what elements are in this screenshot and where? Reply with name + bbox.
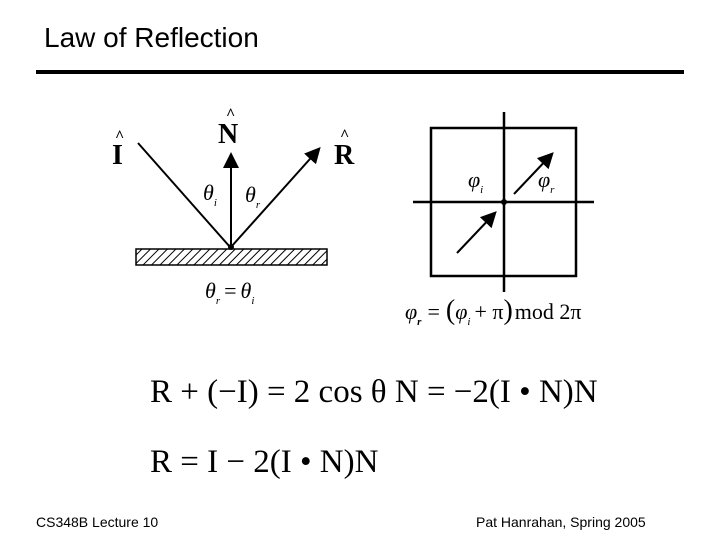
footer-course: CS348B Lecture 10 — [36, 514, 159, 530]
reflected-ray — [230, 147, 321, 248]
reflected-label: R — [334, 140, 355, 171]
reflected-hat: ^ — [340, 127, 349, 144]
phi-incident-arrow — [456, 211, 497, 254]
phi-i-label: φi — [468, 167, 483, 196]
reflection-equation-1: R + (−I) = 2 cos θ N = −2(I • N)N — [150, 374, 598, 410]
reflection-point — [228, 244, 234, 250]
reflection-equation-2: R = I − 2(I • N)N — [150, 444, 379, 480]
normal-hat: ^ — [226, 106, 235, 123]
footer-author: Pat Hanrahan, Spring 2005 — [476, 514, 646, 530]
theta-i-label: θi — [203, 180, 217, 209]
title-underline — [36, 70, 684, 74]
phi-reflected-arrow — [513, 152, 554, 195]
incident-ray — [137, 142, 231, 248]
phi-r-label: φr — [538, 167, 555, 196]
incident-label: I — [112, 140, 123, 171]
reflecting-surface — [135, 248, 328, 266]
slide-title: Law of Reflection — [44, 22, 259, 53]
phi-origin — [501, 199, 507, 205]
theta-r-label: θr — [245, 182, 261, 211]
phi-equation: φr=(φi+ π)mod 2π — [405, 295, 582, 328]
angle-equality: θr=θi — [205, 278, 254, 307]
normal-label: N — [218, 119, 238, 150]
incident-hat: ^ — [115, 128, 124, 145]
